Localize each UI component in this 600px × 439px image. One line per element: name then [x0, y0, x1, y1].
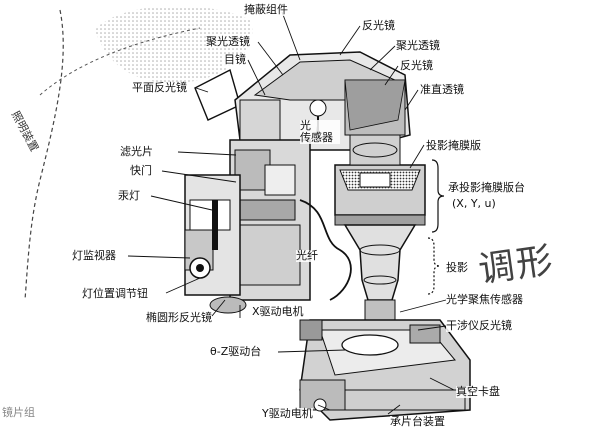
projection-lens [343, 224, 417, 301]
optical-fiber [299, 199, 352, 301]
label-projection: 投影 [446, 261, 468, 274]
illumination-boundary-top [39, 27, 201, 96]
label-vacuum-chuck: 真空卡盘 [456, 385, 500, 398]
illumination-boundary [24, 9, 64, 301]
label-collimating-lens: 准直透镜 [420, 83, 464, 96]
label-wafer-stage: 承片台装置 [390, 415, 445, 428]
label-mask-assembly: 掩蔽组件 [244, 3, 288, 16]
label-reflector-top: 反光镜 [362, 19, 395, 32]
projection-brace [427, 237, 441, 295]
label-ellipsoid-reflector: 椭圆形反光镜 [146, 311, 212, 324]
label-filter: 滤光片 [120, 145, 153, 158]
label-reflector-right: 反光镜 [400, 59, 433, 72]
label-eyepiece: 目镜 [224, 53, 246, 66]
label-optical-fiber: 光纤 [296, 249, 318, 262]
label-mask-stage: 承投影掩膜版台 [448, 181, 525, 194]
faint-scan-note: 镜片组 [2, 406, 35, 419]
handwritten-note: 调形 [476, 239, 557, 292]
label-interferometer-mirror: 干涉仪反光镜 [446, 319, 512, 332]
label-light-sensor: 光 传感器 [300, 120, 340, 144]
leader-lines [127, 11, 455, 415]
label-plane-reflector: 平面反光镜 [132, 81, 187, 94]
label-projection-mask: 投影掩膜版 [426, 139, 481, 152]
mask-stage-brace [431, 159, 445, 233]
label-x-drive-motor: X驱动电机 [252, 305, 304, 318]
label-condenser-lens-right: 聚光透镜 [396, 39, 440, 52]
label-lamp-monitor: 灯监视器 [72, 249, 116, 262]
label-y-drive-motor: Y驱动电机 [262, 407, 313, 420]
illumination-halo [95, 6, 253, 83]
label-theta-z-stage: θ-Z驱动台 [210, 345, 262, 358]
label-focus-sensor: 光学聚焦传感器 [446, 293, 523, 306]
label-lamp: 汞灯 [118, 189, 140, 202]
vacuum-chuck-disc [341, 334, 399, 356]
label-lamp-adjust-knob: 灯位置调节钮 [82, 287, 148, 300]
label-shutter: 快门 [130, 164, 152, 177]
label-mask-stage-axes: (X, Y, u) [452, 197, 496, 210]
label-condenser-lens-left: 聚光透镜 [206, 35, 250, 48]
